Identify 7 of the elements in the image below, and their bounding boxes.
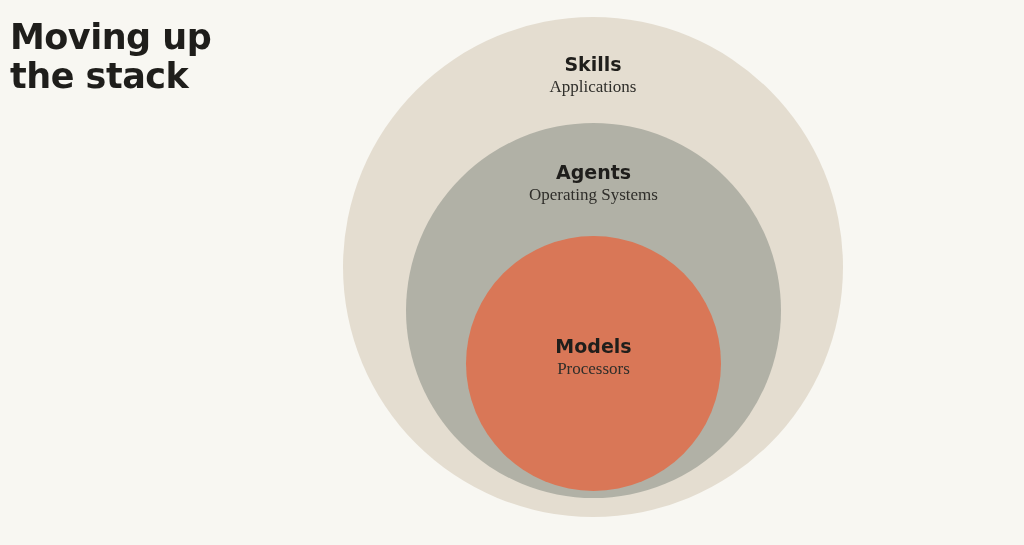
slide-title: Moving up the stack xyxy=(10,18,213,97)
layer-subtitle: Applications xyxy=(549,75,637,98)
layer-subtitle: Operating Systems xyxy=(529,183,658,206)
layer-heading: Skills xyxy=(564,53,622,76)
layer-subtitle: Processors xyxy=(557,357,630,380)
layer-heading: Agents xyxy=(555,161,632,184)
layer-heading: Models xyxy=(555,335,632,358)
